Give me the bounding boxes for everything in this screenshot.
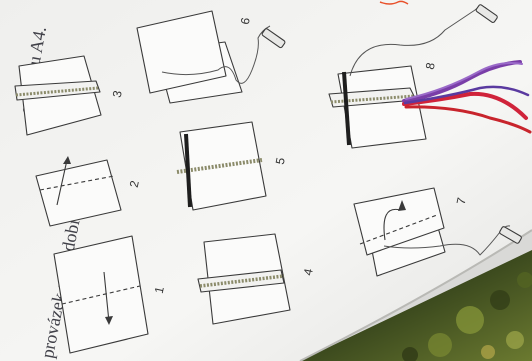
step-4-illustration [198, 234, 290, 324]
step-6-illustration [137, 11, 286, 103]
step-3-illustration [15, 56, 101, 135]
step-7-illustration [354, 188, 522, 276]
step-1-illustration [54, 236, 148, 353]
step-2-illustration [36, 156, 121, 226]
step-5-illustration [177, 122, 266, 210]
pencil-mark [380, 1, 408, 4]
